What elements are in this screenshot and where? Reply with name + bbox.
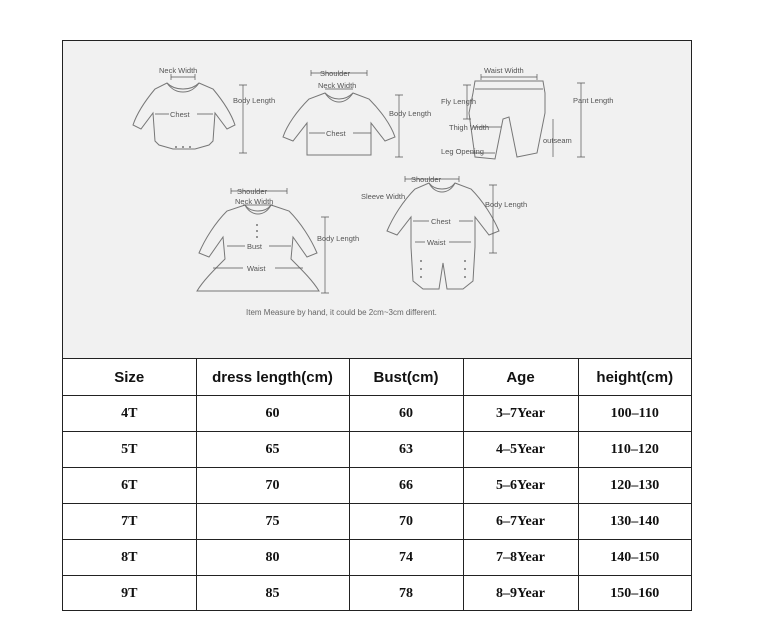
dress-illustration	[196, 188, 329, 294]
cell-age: 7–8Year	[462, 539, 579, 576]
cell-dress-length: 65	[195, 431, 350, 468]
cell-age: 4–5Year	[462, 431, 579, 468]
table-row: 4T 60 60 3–7Year 100–110	[63, 395, 691, 432]
label-shoulder-2: Shoulder	[237, 187, 268, 196]
table-row: 9T 85 78 8–9Year 150–160	[63, 575, 691, 611]
cell-age: 8–9Year	[462, 575, 579, 611]
cell-size: 4T	[63, 395, 197, 432]
label-thigh-width: Thigh Width	[449, 123, 489, 132]
cell-size: 5T	[63, 431, 197, 468]
label-body-length-3: Body Length	[317, 234, 359, 243]
label-fly-length: Fly Length	[441, 97, 476, 106]
size-table: Size dress length(cm) Bust(cm) Age heigh…	[63, 358, 691, 611]
table-row: 5T 65 63 4–5Year 110–120	[63, 431, 691, 468]
cell-size: 6T	[63, 467, 197, 504]
label-chest-2: Chest	[326, 129, 347, 138]
cell-age: 3–7Year	[462, 395, 579, 432]
label-neck-width-2: Neck Width	[318, 81, 356, 90]
label-chest: Chest	[170, 110, 191, 119]
label-chest-3: Chest	[431, 217, 452, 226]
cell-size: 7T	[63, 503, 197, 540]
table-row: 7T 75 70 6–7Year 130–140	[63, 503, 691, 540]
cell-bust: 63	[348, 431, 464, 468]
cell-height: 130–140	[577, 503, 691, 540]
label-outseam: outseam	[543, 136, 572, 145]
cell-height: 100–110	[577, 395, 691, 432]
label-shoulder-3: Shoulder	[411, 175, 442, 184]
header-bust: Bust(cm)	[348, 358, 464, 396]
cell-height: 150–160	[577, 575, 691, 611]
label-waist-2: Waist	[427, 238, 446, 247]
cell-dress-length: 80	[195, 539, 350, 576]
long-sleeve-top-illustration	[282, 70, 403, 158]
label-leg-opening: Leg Opening	[441, 147, 484, 156]
header-age: Age	[462, 358, 579, 396]
label-waist-width: Waist Width	[484, 66, 524, 75]
label-body-length: Body Length	[233, 96, 275, 105]
cell-age: 5–6Year	[462, 467, 579, 504]
cell-height: 110–120	[577, 431, 691, 468]
cell-dress-length: 70	[195, 467, 350, 504]
label-shoulder: Shoulder	[320, 69, 351, 78]
size-chart: Neck Width Chest Body Length Shoulder Ne…	[62, 40, 692, 611]
onesie-illustration	[132, 74, 247, 154]
label-bust: Bust	[247, 242, 263, 251]
label-body-length-2: Body Length	[389, 109, 431, 118]
measurement-note: Item Measure by hand, it could be 2cm~3c…	[246, 308, 437, 317]
table-header-row: Size dress length(cm) Bust(cm) Age heigh…	[63, 358, 691, 396]
cell-height: 140–150	[577, 539, 691, 576]
label-waist: Waist	[247, 264, 266, 273]
table-row: 6T 70 66 5–6Year 120–130	[63, 467, 691, 504]
table-row: 8T 80 74 7–8Year 140–150	[63, 539, 691, 576]
label-neck-width-3: Neck Width	[235, 197, 273, 206]
garment-illustrations: Neck Width Chest Body Length Shoulder Ne…	[132, 66, 613, 317]
cell-bust: 66	[348, 467, 464, 504]
header-size: Size	[63, 358, 197, 396]
measurement-diagram: Neck Width Chest Body Length Shoulder Ne…	[63, 41, 691, 359]
cell-bust: 74	[348, 539, 464, 576]
cell-age: 6–7Year	[462, 503, 579, 540]
label-neck-width: Neck Width	[159, 66, 197, 75]
cell-dress-length: 75	[195, 503, 350, 540]
cell-bust: 60	[348, 395, 464, 432]
cell-size: 9T	[63, 575, 197, 611]
cell-dress-length: 60	[195, 395, 350, 432]
pants-illustration	[463, 74, 585, 160]
cell-dress-length: 85	[195, 575, 350, 611]
header-height: height(cm)	[577, 358, 691, 396]
cell-bust: 78	[348, 575, 464, 611]
romper-illustration	[386, 176, 500, 290]
header-dress-length: dress length(cm)	[195, 358, 350, 396]
label-sleeve-width: Sleeve Width	[361, 192, 405, 201]
cell-size: 8T	[63, 539, 197, 576]
label-pant-length: Pant Length	[573, 96, 613, 105]
cell-bust: 70	[348, 503, 464, 540]
cell-height: 120–130	[577, 467, 691, 504]
label-body-length-4: Body Length	[485, 200, 527, 209]
